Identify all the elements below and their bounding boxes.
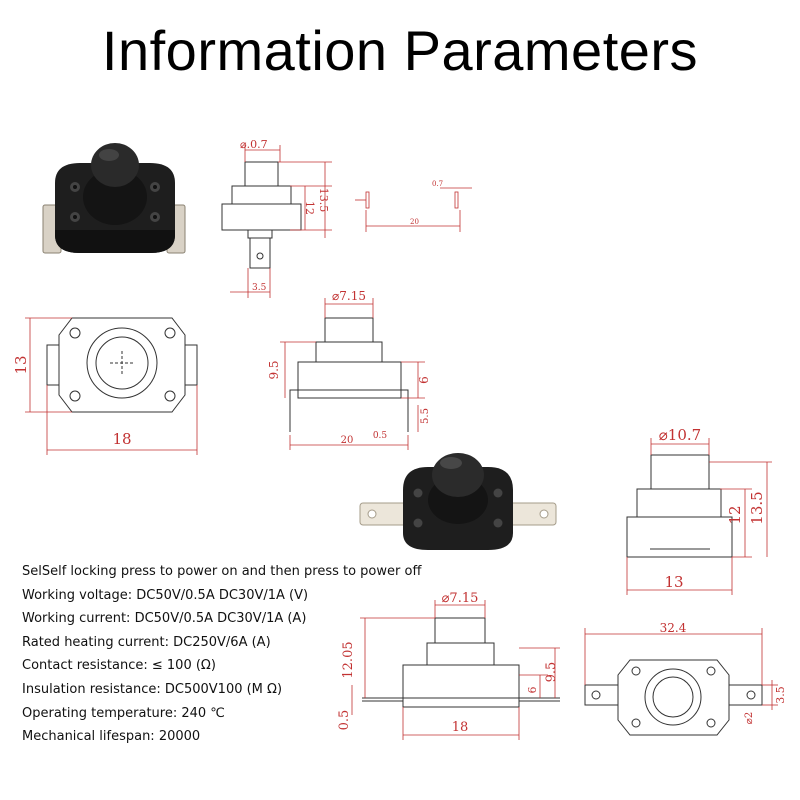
dim-18a: 18 (112, 430, 131, 448)
spec-working-current: Working current: DC50V/0.5A DC30V/1A (A) (22, 611, 307, 627)
dim-07: ⌀.0.7 (240, 138, 268, 151)
spec-list: SelSelf locking press to power on and th… (22, 560, 421, 749)
dim-05b: 0.5 (337, 710, 352, 731)
spec-rated-heating-current: Rated heating current: DC250V/6A (A) (22, 634, 271, 650)
dim-12a: 12 (303, 201, 316, 215)
page-title: Information Parameters (101, 19, 699, 82)
spec-self-locking: SelSelf locking press to power on and th… (22, 564, 422, 579)
spec-operating-temperature: Operating temperature: 240 ℃ (22, 705, 225, 721)
dim-715b: ⌀7.15 (442, 591, 479, 606)
dim-324: 32.4 (660, 621, 687, 635)
dim-6b: 6 (526, 687, 539, 694)
spec-mechanical-lifespan: Mechanical lifespan: 20000 (22, 729, 201, 745)
dim-18b: 18 (452, 720, 469, 735)
dim-13b: 13 (664, 573, 683, 591)
switch-photo-middle (359, 453, 557, 550)
switch-photo-top (42, 143, 186, 254)
dim-20: 20 (341, 435, 354, 446)
spec-contact-resistance: Contact resistance: ≤ 100 (Ω) (22, 658, 216, 674)
dim-95b: 9.5 (544, 662, 559, 683)
dim-small-20: 20 (410, 218, 419, 226)
dim-55: 5.5 (420, 408, 431, 424)
dim-135a: 13.5 (317, 188, 330, 213)
dim-135b: 13.5 (748, 491, 766, 524)
dim-05a: 0.5 (373, 431, 388, 441)
spec-working-voltage: Working voltage: DC50V/0.5A DC30V/1A (V) (22, 587, 309, 603)
dim-13: 13 (12, 355, 30, 374)
dim-95a: 9.5 (267, 360, 281, 379)
dim-715a: ⌀7.15 (332, 289, 366, 303)
dim-35b: 3.5 (774, 686, 787, 704)
dim-12b: 12 (726, 505, 744, 524)
dim-1205: 12.05 (341, 641, 356, 678)
dim-20b: ⌀2 (744, 712, 755, 724)
spec-insulation-resistance: Insulation resistance: DC500V100 (M Ω) (22, 681, 283, 697)
dim-6a: 6 (417, 376, 431, 384)
dim-35: 3.5 (252, 283, 267, 293)
dim-small-07: 0.7 (432, 180, 443, 188)
dim-107: ⌀10.7 (659, 426, 701, 444)
